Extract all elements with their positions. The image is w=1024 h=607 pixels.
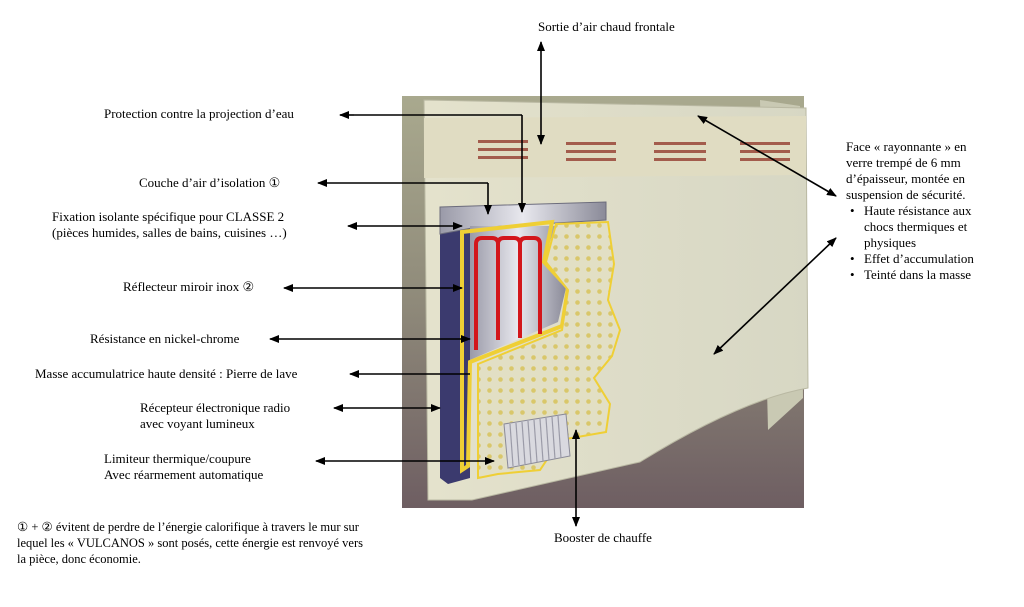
label-resistance: Résistance en nickel-chrome bbox=[90, 331, 240, 346]
label-class2-fixation: Fixation isolante spécifique pour CLASSE… bbox=[52, 209, 287, 241]
label-insulation-air-layer: Couche d’air d’isolation ① bbox=[139, 175, 281, 190]
label-lava-stone-mass: Masse accumulatrice haute densité : Pier… bbox=[35, 366, 298, 381]
footnote-line3: la pièce, donc économie. bbox=[17, 552, 141, 566]
bullet-item: Haute résistance aux chocs thermiques et… bbox=[850, 203, 974, 251]
radiant-face-description: Face « rayonnante » en verre trempé de 6… bbox=[846, 139, 974, 283]
label-reflector: Réflecteur miroir inox ② bbox=[123, 279, 255, 294]
radiant-face-line4: suspension de sécurité. bbox=[846, 187, 966, 202]
label-radio-receiver-line1: Récepteur électronique radio bbox=[140, 400, 291, 415]
label-thermal-limiter: Limiteur thermique/coupure Avec réarmeme… bbox=[104, 451, 263, 483]
footnote-line2: lequel les « VULCANOS » sont posés, cett… bbox=[17, 536, 363, 550]
label-water-protection: Protection contre la projection d’eau bbox=[104, 106, 294, 121]
label-class2-fixation-line1: Fixation isolante spécifique pour CLASSE… bbox=[52, 209, 285, 224]
radiant-face-bullets: Haute résistance aux chocs thermiques et… bbox=[846, 203, 974, 283]
lava-stone-mass bbox=[477, 220, 622, 480]
callout-arrows bbox=[269, 41, 837, 527]
bullet-item-line1: Haute résistance aux bbox=[864, 203, 972, 218]
label-booster: Booster de chauffe bbox=[554, 530, 652, 545]
bullet-item-line1: Teinté dans la masse bbox=[864, 267, 972, 282]
bullet-item-line2: chocs thermiques et bbox=[864, 219, 968, 234]
label-class2-fixation-line2: (pièces humides, salles de bains, cuisin… bbox=[52, 225, 287, 240]
radiant-face-line3: d’épaisseur, montée en bbox=[846, 171, 965, 186]
label-radio-receiver-line2: avec voyant lumineux bbox=[140, 416, 255, 431]
footnote: ① + ② évitent de perdre de l’énergie cal… bbox=[17, 519, 363, 567]
bullet-item-line3: physiques bbox=[864, 235, 916, 250]
heat-booster bbox=[503, 413, 571, 469]
radiant-face-line1: Face « rayonnante » en bbox=[846, 139, 967, 154]
bullet-item: Teinté dans la masse bbox=[850, 267, 974, 283]
label-thermal-limiter-line1: Limiteur thermique/coupure bbox=[104, 451, 251, 466]
label-thermal-limiter-line2: Avec réarmement automatique bbox=[104, 467, 264, 482]
wall-backing bbox=[440, 208, 470, 484]
heating-resistance bbox=[474, 236, 542, 350]
heater-top-band bbox=[424, 116, 806, 178]
label-radio-receiver: Récepteur électronique radio avec voyant… bbox=[140, 400, 290, 432]
radiant-face-line2: verre trempé de 6 mm bbox=[846, 155, 961, 170]
bullet-item-line1: Effet d’accumulation bbox=[864, 251, 974, 266]
bullet-item: Effet d’accumulation bbox=[850, 251, 974, 267]
label-front-hot-air-outlet: Sortie d’air chaud frontale bbox=[538, 19, 675, 34]
footnote-line1: ① + ② évitent de perdre de l’énergie cal… bbox=[17, 520, 359, 534]
